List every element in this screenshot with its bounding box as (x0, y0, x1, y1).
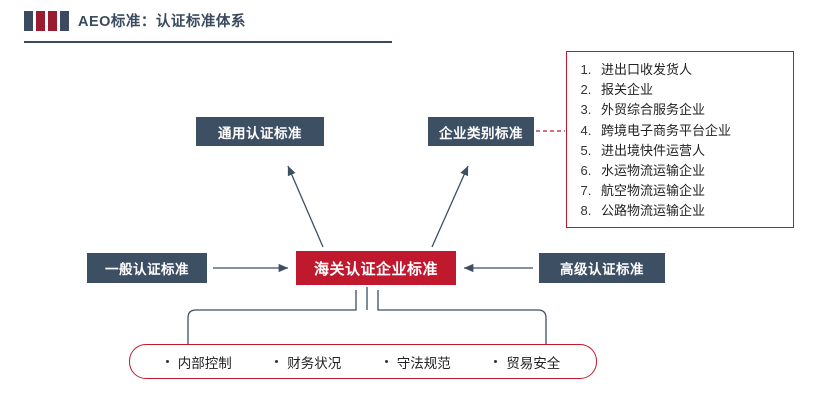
header-divider (24, 41, 392, 43)
pill-item-label: 贸易安全 (506, 355, 561, 371)
list-item: 进出境快件运营人 (595, 141, 789, 161)
pill-item-label: 守法规范 (396, 355, 451, 371)
list-item: 报关企业 (595, 80, 789, 100)
category-list: 进出口收发货人 报关企业 外贸综合服务企业 跨境电子商务平台企业 进出境快件运营… (573, 60, 789, 222)
header-bar-navy-2 (60, 11, 69, 31)
list-item: 外贸综合服务企业 (595, 100, 789, 120)
node-general-standard[interactable]: 通用认证标准 (196, 117, 324, 146)
pill-item-label: 内部控制 (177, 355, 232, 371)
header-bar-red-1 (36, 11, 45, 31)
page-title: AEO标准：认证标准体系 (78, 14, 246, 30)
header-bar-group (24, 11, 69, 31)
list-item: 公路物流运输企业 (595, 201, 789, 221)
pill-item-trade-security: 贸易安全 (494, 352, 560, 372)
bullet-dot-icon (165, 360, 169, 363)
list-item: 跨境电子商务平台企业 (595, 121, 789, 141)
list-item: 水运物流运输企业 (595, 161, 789, 181)
node-basic-certification[interactable]: 一般认证标准 (87, 253, 207, 283)
node-core-standard[interactable]: 海关认证企业标准 (296, 251, 456, 285)
header-bar-red-2 (48, 11, 57, 31)
pill-item-label: 财务状况 (287, 355, 342, 371)
category-list-panel: 进出口收发货人 报关企业 外贸综合服务企业 跨境电子商务平台企业 进出境快件运营… (566, 51, 794, 228)
node-category-standard[interactable]: 企业类别标准 (428, 117, 534, 146)
node-advanced-certification[interactable]: 高级认证标准 (539, 253, 665, 283)
pill-item-financial-status: 财务状况 (275, 352, 341, 372)
list-item: 进出口收发货人 (595, 60, 789, 80)
bottom-criteria-pill: 内部控制 财务状况 守法规范 贸易安全 (129, 344, 597, 379)
pill-item-compliance: 守法规范 (384, 352, 451, 372)
bullet-dot-icon (275, 360, 279, 363)
bullet-dot-icon (384, 360, 388, 363)
pill-item-internal-control: 内部控制 (165, 352, 232, 372)
list-item: 航空物流运输企业 (595, 181, 789, 201)
bullet-dot-icon (494, 360, 498, 363)
header-bar-navy (24, 11, 33, 31)
